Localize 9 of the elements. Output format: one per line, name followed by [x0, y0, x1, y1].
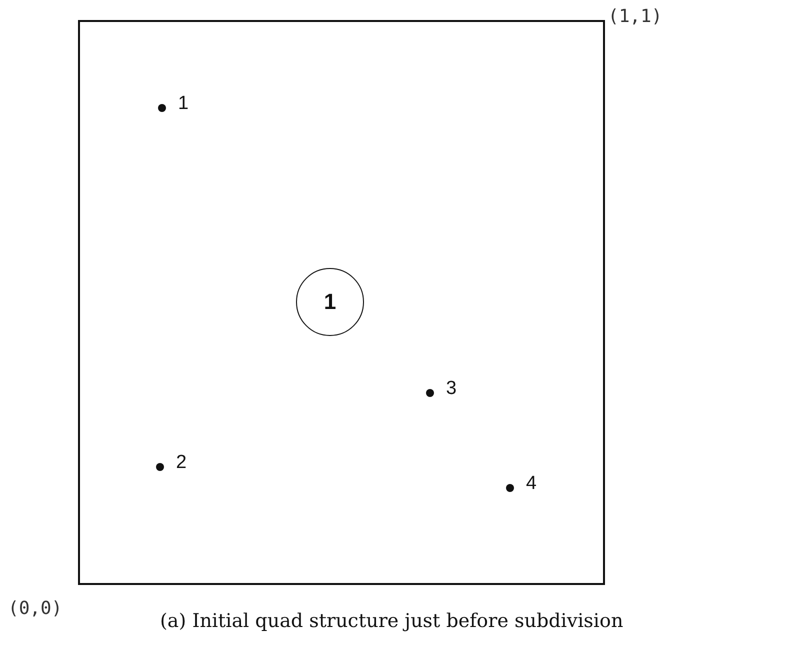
coordinate-label: (0,0) [8, 600, 62, 618]
figure-caption: (a) Initial quad structure just before subdivision [160, 610, 624, 632]
node-number-circle: 1 [296, 268, 364, 336]
quad-square [78, 20, 605, 585]
point-label: 1 [178, 94, 189, 113]
point-label: 3 [446, 379, 457, 398]
coordinate-label: (1,1) [608, 8, 662, 26]
point-label: 4 [526, 474, 537, 493]
point-label: 2 [176, 453, 187, 472]
